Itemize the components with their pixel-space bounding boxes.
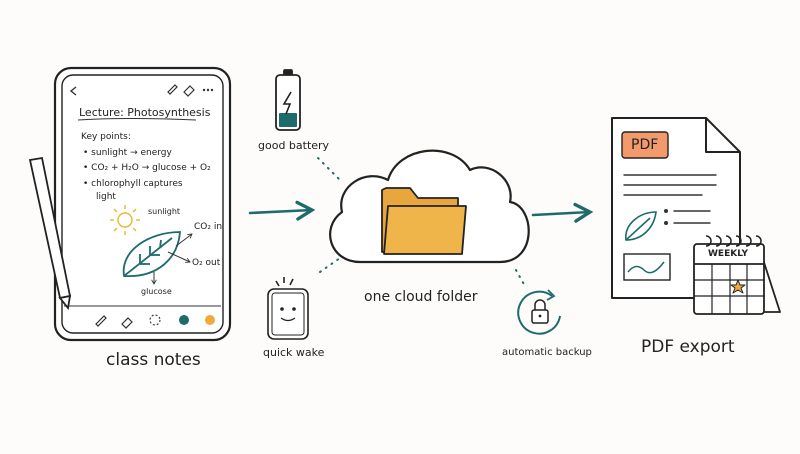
tablet-device [53, 66, 232, 342]
back-icon [69, 86, 77, 96]
more-icon [202, 88, 214, 92]
cloud-caption: one cloud folder [364, 289, 478, 305]
document-leaf-icon [625, 211, 657, 241]
export-caption: PDF export [641, 337, 735, 357]
sun-icon [110, 205, 140, 235]
battery-connector [317, 157, 341, 181]
toolbar-eraser-icon [121, 317, 133, 329]
calendar-label: WEEKLY [708, 249, 749, 259]
note-key-points: Key points: [81, 132, 131, 142]
battery-label: good battery [258, 139, 330, 152]
arrow-cloud-to-export [531, 202, 594, 223]
note-point-2: • CO₂ + H₂O → glucose + O₂ [83, 163, 211, 173]
battery-icon [275, 69, 301, 131]
folder-icon [381, 187, 467, 255]
wake-connector [319, 257, 341, 273]
sketch-co2-in: CO₂ in [194, 222, 223, 232]
note-point-3: • chlorophyll captures [83, 179, 183, 189]
document-chart-icon [623, 253, 671, 281]
star-icon [730, 279, 746, 294]
backup-connector [515, 269, 527, 289]
note-point-4: light [96, 192, 116, 202]
sketch-sunlight: sunlight [148, 207, 181, 216]
backup-lock-icon [517, 289, 561, 335]
arrow-tablet-to-cloud [248, 200, 316, 221]
eraser-tool-icon [183, 85, 195, 97]
note-point-1: • sunlight → energy [83, 148, 172, 158]
stylus-icon [28, 156, 72, 311]
note-title: Lecture: Photosynthesis [79, 106, 211, 119]
weekly-calendar-icon [693, 235, 781, 315]
document-text-lines [623, 174, 717, 225]
toolbar-pen-icon [95, 315, 107, 327]
toolbar-lasso-icon [149, 314, 161, 326]
toolbar-color-orange [205, 315, 215, 325]
sketch-glucose: glucose [141, 287, 172, 296]
toolbar-color-teal [179, 315, 189, 325]
wake-label: quick wake [263, 346, 325, 359]
sketch-o2-out: O₂ out [192, 258, 221, 268]
backup-label: automatic backup [502, 347, 592, 358]
pdf-badge [621, 131, 669, 159]
quick-wake-tablet-icon [267, 277, 309, 340]
tablet-caption: class notes [106, 350, 201, 370]
pdf-badge-label: PDF [631, 137, 659, 153]
leaf-icon [122, 231, 181, 277]
pen-tool-icon [167, 84, 178, 95]
